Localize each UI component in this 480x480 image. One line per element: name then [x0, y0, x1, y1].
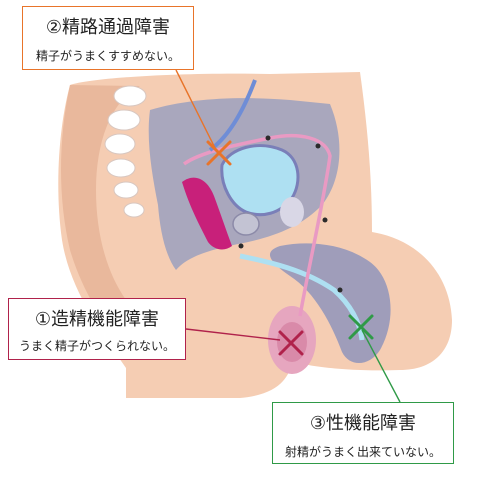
connector-transport: [175, 69, 217, 151]
x-mark-icon: [206, 140, 232, 166]
buttock-shade: [61, 85, 140, 350]
spine: [104, 85, 147, 218]
callout-title: ③性機能障害: [309, 413, 417, 434]
pubic-bone: [280, 197, 304, 227]
callout-sexual-disorder: ③性機能障害 射精がうまく出来ていない。: [272, 402, 454, 464]
prostate: [232, 212, 260, 236]
callout-description: うまく精子がつくられない。: [18, 339, 175, 353]
x-mark-icon: [278, 330, 304, 356]
rectum: [182, 177, 232, 250]
callout-title: ②精路通過障害: [45, 17, 171, 38]
callout-transport-disorder: ②精路通過障害 精子がうまくすすめない。: [22, 6, 194, 70]
callout-description: 射精がうまく出来ていない。: [284, 445, 441, 459]
connector-sexual: [361, 329, 401, 403]
callout-production-disorder: ①造精機能障害 うまく精子がつくられない。: [8, 298, 186, 360]
connector-production: [185, 328, 281, 341]
callout-title: ①造精機能障害: [34, 309, 160, 330]
x-mark-icon: [348, 314, 374, 340]
callout-description: 精子がうまくすすめない。: [35, 49, 180, 63]
duct-markers: [238, 135, 343, 293]
